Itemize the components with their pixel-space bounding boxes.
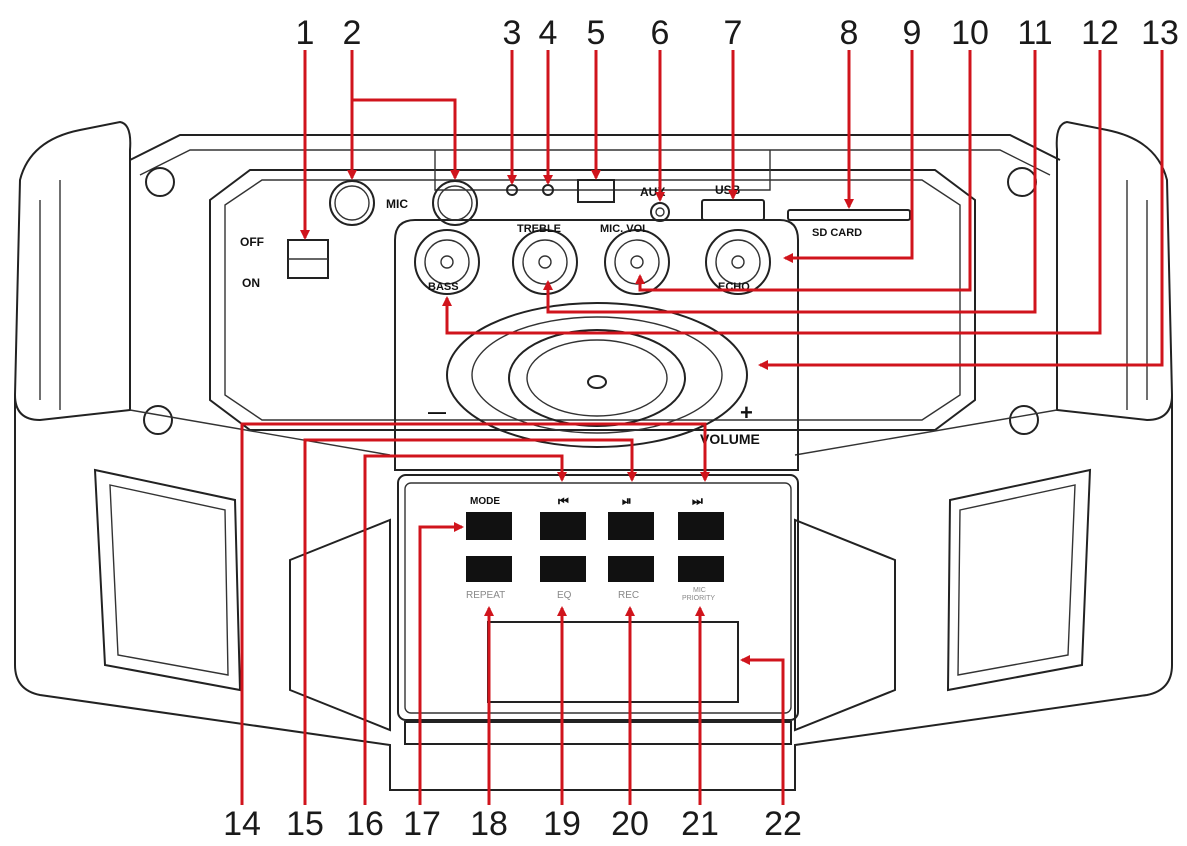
callout-15: 15 xyxy=(286,805,324,843)
mic-priority-label-2: PRIORITY xyxy=(682,595,715,602)
control-panel xyxy=(394,219,799,745)
ir-receiver-window xyxy=(577,179,615,203)
mic-vol-label: MIC. VOL xyxy=(600,223,649,235)
rec-button[interactable] xyxy=(608,556,654,582)
callout-3: 3 xyxy=(503,14,522,52)
bass-knob[interactable] xyxy=(414,229,480,295)
callout-13: 13 xyxy=(1141,14,1179,52)
on-label: ON xyxy=(242,276,260,290)
callout-numbers: 1 2 3 4 5 6 7 8 9 10 11 12 13 14 15 16 1… xyxy=(223,14,1179,843)
mic-label: MIC xyxy=(386,197,408,211)
mic-vol-knob[interactable] xyxy=(604,229,670,295)
callout-11: 11 xyxy=(1017,14,1052,52)
led-indicator-1 xyxy=(506,184,518,196)
callout-lines xyxy=(240,50,1164,805)
mic-jack-1[interactable] xyxy=(329,180,375,226)
callout-18: 18 xyxy=(470,805,508,843)
eq-label: EQ xyxy=(557,590,572,601)
sd-card-label: SD CARD xyxy=(812,227,862,239)
next-label: ⏭ xyxy=(692,494,703,508)
callout-9: 9 xyxy=(903,14,922,52)
callout-6: 6 xyxy=(651,14,670,52)
aux-label: AUX xyxy=(640,185,665,199)
treble-knob[interactable] xyxy=(512,229,578,295)
callout-1: 1 xyxy=(296,14,315,52)
echo-knob[interactable] xyxy=(705,229,771,295)
callout-8: 8 xyxy=(840,14,859,52)
repeat-label: REPEAT xyxy=(466,590,505,601)
off-label: OFF xyxy=(240,235,264,249)
callout-7: 7 xyxy=(724,14,743,52)
volume-dial[interactable] xyxy=(446,302,748,448)
prev-button[interactable] xyxy=(540,512,586,540)
power-switch[interactable] xyxy=(287,239,329,279)
volume-plus-label: + xyxy=(740,400,753,425)
next-button[interactable] xyxy=(678,512,724,540)
mic-priority-button[interactable] xyxy=(678,556,724,582)
usb-port[interactable] xyxy=(701,199,765,221)
callout-16: 16 xyxy=(346,805,384,843)
callout-12: 12 xyxy=(1081,14,1119,52)
usb-label: USB xyxy=(715,183,741,197)
callout-17: 17 xyxy=(403,805,441,843)
bass-label: BASS xyxy=(428,281,459,293)
mic-jack-2[interactable] xyxy=(432,180,478,226)
volume-minus-label: — xyxy=(428,402,446,422)
callout-2: 2 xyxy=(343,14,362,52)
rec-label: REC xyxy=(618,590,639,601)
callout-4: 4 xyxy=(539,14,558,52)
volume-label: VOLUME xyxy=(700,431,760,447)
mic-priority-label-1: MIC xyxy=(693,587,706,594)
aux-jack[interactable] xyxy=(650,202,670,222)
repeat-button[interactable] xyxy=(466,556,512,582)
eq-button[interactable] xyxy=(540,556,586,582)
prev-label: ⏮ xyxy=(558,494,569,508)
callout-20: 20 xyxy=(611,805,649,843)
callout-19: 19 xyxy=(543,805,581,843)
sd-card-slot[interactable] xyxy=(787,209,911,221)
play-label: ⏯ xyxy=(622,494,632,508)
speaker-body-outline xyxy=(13,120,1174,791)
callout-10: 10 xyxy=(951,14,989,52)
mode-button[interactable] xyxy=(466,512,512,540)
treble-label: TREBLE xyxy=(517,223,561,235)
callout-14: 14 xyxy=(223,805,261,843)
callout-21: 21 xyxy=(681,805,719,843)
play-pause-button[interactable] xyxy=(608,512,654,540)
callout-22: 22 xyxy=(764,805,802,843)
mode-label: MODE xyxy=(470,496,500,507)
callout-5: 5 xyxy=(587,14,606,52)
led-indicator-2 xyxy=(542,184,554,196)
